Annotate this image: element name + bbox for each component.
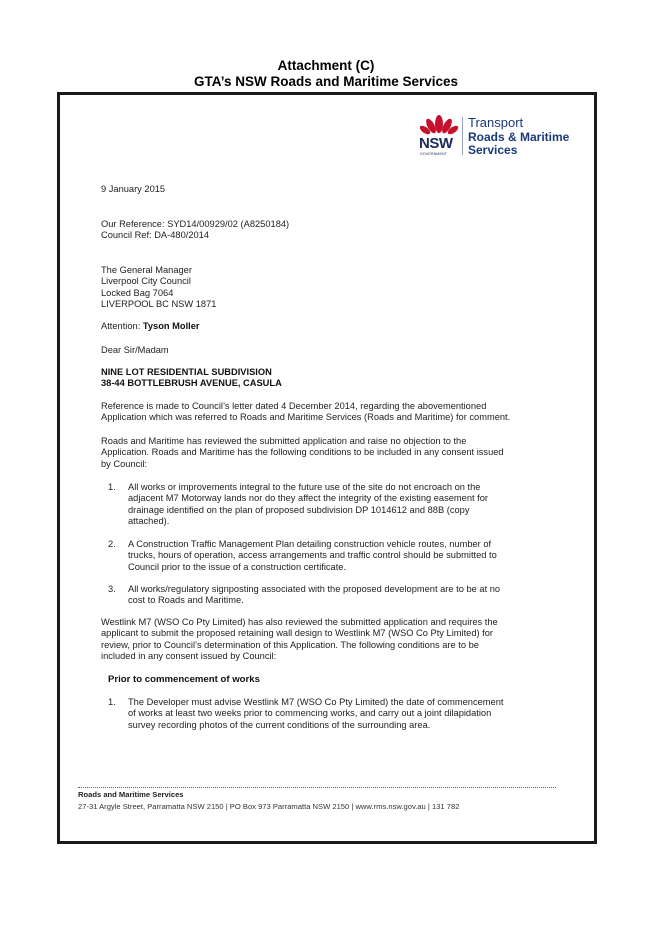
section-heading: Prior to commencement of works	[108, 674, 260, 685]
logo-services: Services	[468, 143, 518, 157]
address-line: LIVERPOOL BC NSW 1871	[101, 299, 217, 310]
attachment-title: Attachment (C)	[277, 58, 375, 73]
logo-transport: Transport	[468, 115, 524, 130]
waratah-icon	[419, 115, 459, 135]
paragraph-line: Roads and Maritime has reviewed the subm…	[101, 436, 467, 446]
condition-item: 3. All works/regulatory signposting asso…	[108, 584, 542, 607]
footer-organisation: Roads and Maritime Services	[78, 790, 184, 799]
attention-line: Attention: Tyson Moller	[101, 321, 559, 332]
logo-roads-maritime: Roads & Maritime	[468, 130, 570, 144]
paragraph-westlink: Westlink M7 (WSO Co Pty Limited) has als…	[101, 617, 559, 663]
address-line: The General Manager	[101, 265, 192, 275]
attention-name: Tyson Moller	[142, 321, 200, 331]
condition-line: adjacent M7 Motorway lands nor do they a…	[128, 493, 489, 504]
condition-item: 2. A Construction Traffic Management Pla…	[108, 539, 542, 573]
paragraph-line: Application which was referred to Roads …	[101, 412, 511, 423]
condition-number: 1.	[108, 482, 116, 492]
condition-line: survey recording photos of the current c…	[128, 719, 431, 730]
subject-line: NINE LOT RESIDENTIAL SUBDIVISION	[101, 367, 272, 377]
footer-divider	[78, 787, 556, 788]
condition-line: Council prior to the issue of a construc…	[128, 561, 347, 572]
condition-item: 1. All works or improvements integral to…	[108, 482, 542, 528]
paragraph-line: included in any consent issued by Counci…	[101, 651, 277, 662]
logo-divider	[462, 117, 463, 155]
footer-address: 27-31 Argyle Street, Parramatta NSW 2150…	[78, 802, 460, 811]
paragraph-review: Roads and Maritime has reviewed the subm…	[101, 436, 559, 470]
paragraph-line: Reference is made to Council’s letter da…	[101, 401, 487, 411]
paragraph-line: Application. Roads and Maritime has the …	[101, 447, 504, 458]
address-line: Liverpool City Council	[101, 276, 191, 287]
address-line: Locked Bag 7064	[101, 287, 174, 298]
condition-number: 2.	[108, 539, 116, 549]
paragraph-line: Westlink M7 (WSO Co Pty Limited) has als…	[101, 617, 498, 627]
nsw-wordmark: NSW	[419, 135, 453, 152]
paragraph-line: applicant to submit the proposed retaini…	[101, 628, 494, 639]
subject-block: NINE LOT RESIDENTIAL SUBDIVISION 38-44 B…	[101, 367, 559, 390]
condition-number: 1.	[108, 697, 116, 707]
condition-line: cost to Roads and Maritime.	[128, 595, 244, 606]
condition-line: attached).	[128, 516, 170, 527]
attention-label: Attention:	[101, 321, 141, 331]
condition-line: of works at least two weeks prior to com…	[128, 708, 492, 719]
condition-line: All works or improvements integral to th…	[128, 482, 481, 492]
reference-block: Our Reference: SYD14/00929/02 (A8250184)…	[101, 219, 559, 242]
condition-line: A Construction Traffic Management Plan d…	[128, 539, 492, 549]
attachment-heading: Attachment (C) GTA’s NSW Roads and Marit…	[0, 58, 652, 90]
recipient-address: The General Manager Liverpool City Counc…	[101, 265, 559, 311]
works-condition-item: 1. The Developer must advise Westlink M7…	[108, 697, 542, 731]
condition-line: All works/regulatory signposting associa…	[128, 584, 501, 594]
paragraph-line: review, prior to Council’s determination…	[101, 639, 479, 650]
condition-line: trucks, hours of operation, access arran…	[128, 550, 497, 561]
subject-line: 38-44 BOTTLEBRUSH AVENUE, CASULA	[101, 378, 282, 389]
condition-line: drainage identified on the plan of propo…	[128, 504, 470, 515]
government-wordmark: GOVERNMENT	[420, 152, 448, 156]
paragraph-line: by Council:	[101, 458, 147, 469]
paragraph-reference: Reference is made to Council’s letter da…	[101, 401, 559, 424]
council-reference: Council Ref: DA-480/2014	[101, 230, 210, 241]
condition-line: The Developer must advise Westlink M7 (W…	[128, 697, 504, 707]
letter-date: 9 January 2015	[101, 184, 166, 194]
attachment-subtitle: GTA’s NSW Roads and Maritime Services	[193, 74, 459, 89]
salutation: Dear Sir/Madam	[101, 345, 169, 355]
our-reference: Our Reference: SYD14/00929/02 (A8250184)	[101, 219, 290, 229]
letter-page: NSW GOVERNMENT Transport Roads & Maritim…	[57, 92, 597, 844]
nsw-rms-logo: NSW GOVERNMENT Transport Roads & Maritim…	[417, 111, 595, 159]
condition-number: 3.	[108, 584, 116, 594]
